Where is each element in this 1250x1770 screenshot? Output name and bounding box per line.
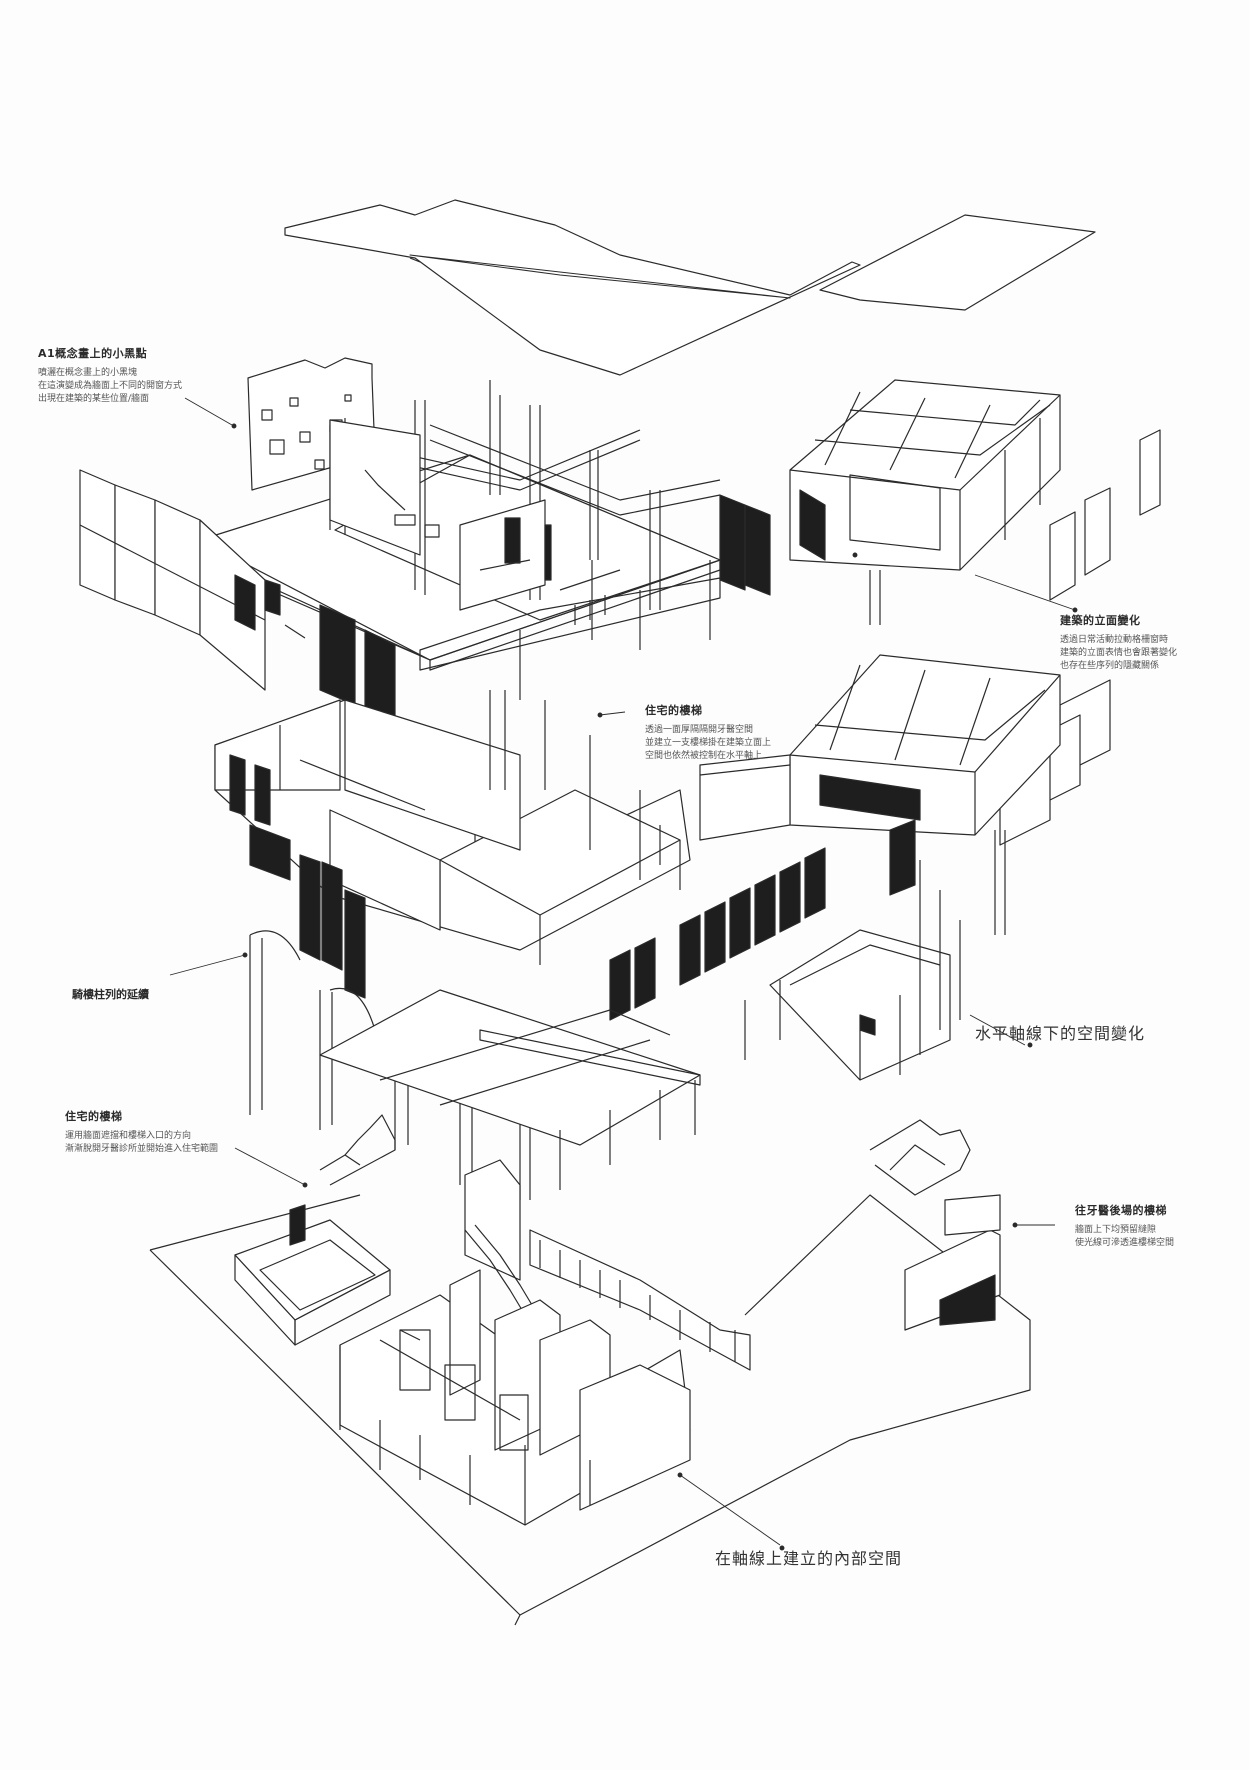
annotation-line: 建築的立面表情也會跟著變化 — [1060, 648, 1178, 658]
right-lower-frame — [744, 830, 1006, 1081]
annotation-line: 透過日常活動拉動格柵窗時 — [1060, 635, 1169, 645]
annotation-dental-rear-stairs: 往牙醫後場的樓梯 牆面上下均預留縫隙 使光線可滲透進樓梯空間 — [1075, 1202, 1174, 1250]
annotation-line: 出現在建築的某些位置/牆面 — [38, 394, 150, 404]
annotation-line: 牆面上下均預留縫隙 — [1075, 1225, 1157, 1235]
annotation-line: 透過一面厚隔隔開牙醫空間 — [645, 725, 754, 735]
annotation-line: 噴灑在概念畫上的小黑塊 — [38, 368, 138, 378]
annotation-line: 也存在些序列的隱藏關係 — [1060, 661, 1160, 671]
upper-floor-frame — [329, 395, 721, 625]
annotation-residence-stairs-upper: 住宅的樓梯 透過一面厚隔隔開牙醫空間 並建立一支樓梯掛在建築立面上 空間也依然被… — [645, 702, 771, 763]
caption-horizontal-axis: 水平軸線下的空間變化 — [975, 1024, 1146, 1043]
ground-long-fence — [529, 1229, 751, 1371]
middle-lower-shutters — [609, 847, 826, 1021]
middle-right-frame — [699, 654, 1061, 896]
upper-right-frame — [719, 379, 1061, 625]
annotation-arcade-extension: 騎樓柱列的延續 — [72, 988, 149, 1001]
stairs-central — [464, 1159, 536, 1316]
annotation-residence-stairs-lower: 住宅的樓梯 運用牆面遮擋和樓梯入口的方向 漸漸脫開牙醫診所並開始進入住宅範圍 — [65, 1108, 218, 1156]
caption-interior-on-axis: 在軸線上建立的內部空間 — [715, 1549, 903, 1568]
annotation-title: A1概念畫上的小黑點 — [38, 347, 148, 360]
annotation-line: 漸漸脫開牙醫診所並開始進入住宅範圍 — [65, 1144, 219, 1154]
middle-left-shutters — [229, 754, 366, 999]
annotation-line: 使光線可滲透進樓梯空間 — [1075, 1238, 1175, 1248]
annotation-facade-change: 建築的立面變化 透過日常活動拉動格柵窗時 建築的立面表情也會跟著變化 也存在些序… — [1060, 612, 1177, 673]
ground-clinic-rooms — [339, 1269, 691, 1526]
middle-floor-slab — [214, 630, 691, 965]
ground-left-box — [234, 1204, 391, 1346]
right-lattice-panels — [999, 429, 1161, 846]
annotation-a1-black-dots: A1概念畫上的小黑點 噴灑在概念畫上的小黑塊 在這演變成為牆面上不同的開窗方式 … — [38, 345, 182, 406]
roof-plate — [284, 199, 1096, 376]
annotation-title: 住宅的樓梯 — [645, 704, 703, 717]
stairs-dental-rear — [869, 1119, 971, 1196]
annotation-line: 空間也依然被控制在水平軸上 — [645, 751, 763, 761]
arcade-structure — [249, 930, 701, 1200]
annotation-title: 建築的立面變化 — [1060, 614, 1141, 627]
annotation-line: 並建立一支樓梯掛在建築立面上 — [645, 738, 772, 748]
left-facade-panels — [79, 469, 396, 726]
annotation-title: 往牙醫後場的樓梯 — [1075, 1204, 1167, 1217]
annotation-line: 在這演變成為牆面上不同的開窗方式 — [38, 381, 183, 391]
stairs-lower-left — [319, 1114, 396, 1186]
annotation-title: 住宅的樓梯 — [65, 1110, 123, 1123]
upper-floor-vertical-posts — [489, 380, 711, 650]
leader-lines — [169, 397, 1078, 1551]
ground-right-box — [904, 1194, 1001, 1331]
annotation-line: 運用牆面遮擋和樓梯入口的方向 — [65, 1131, 192, 1141]
site-boundary — [149, 1194, 1031, 1626]
